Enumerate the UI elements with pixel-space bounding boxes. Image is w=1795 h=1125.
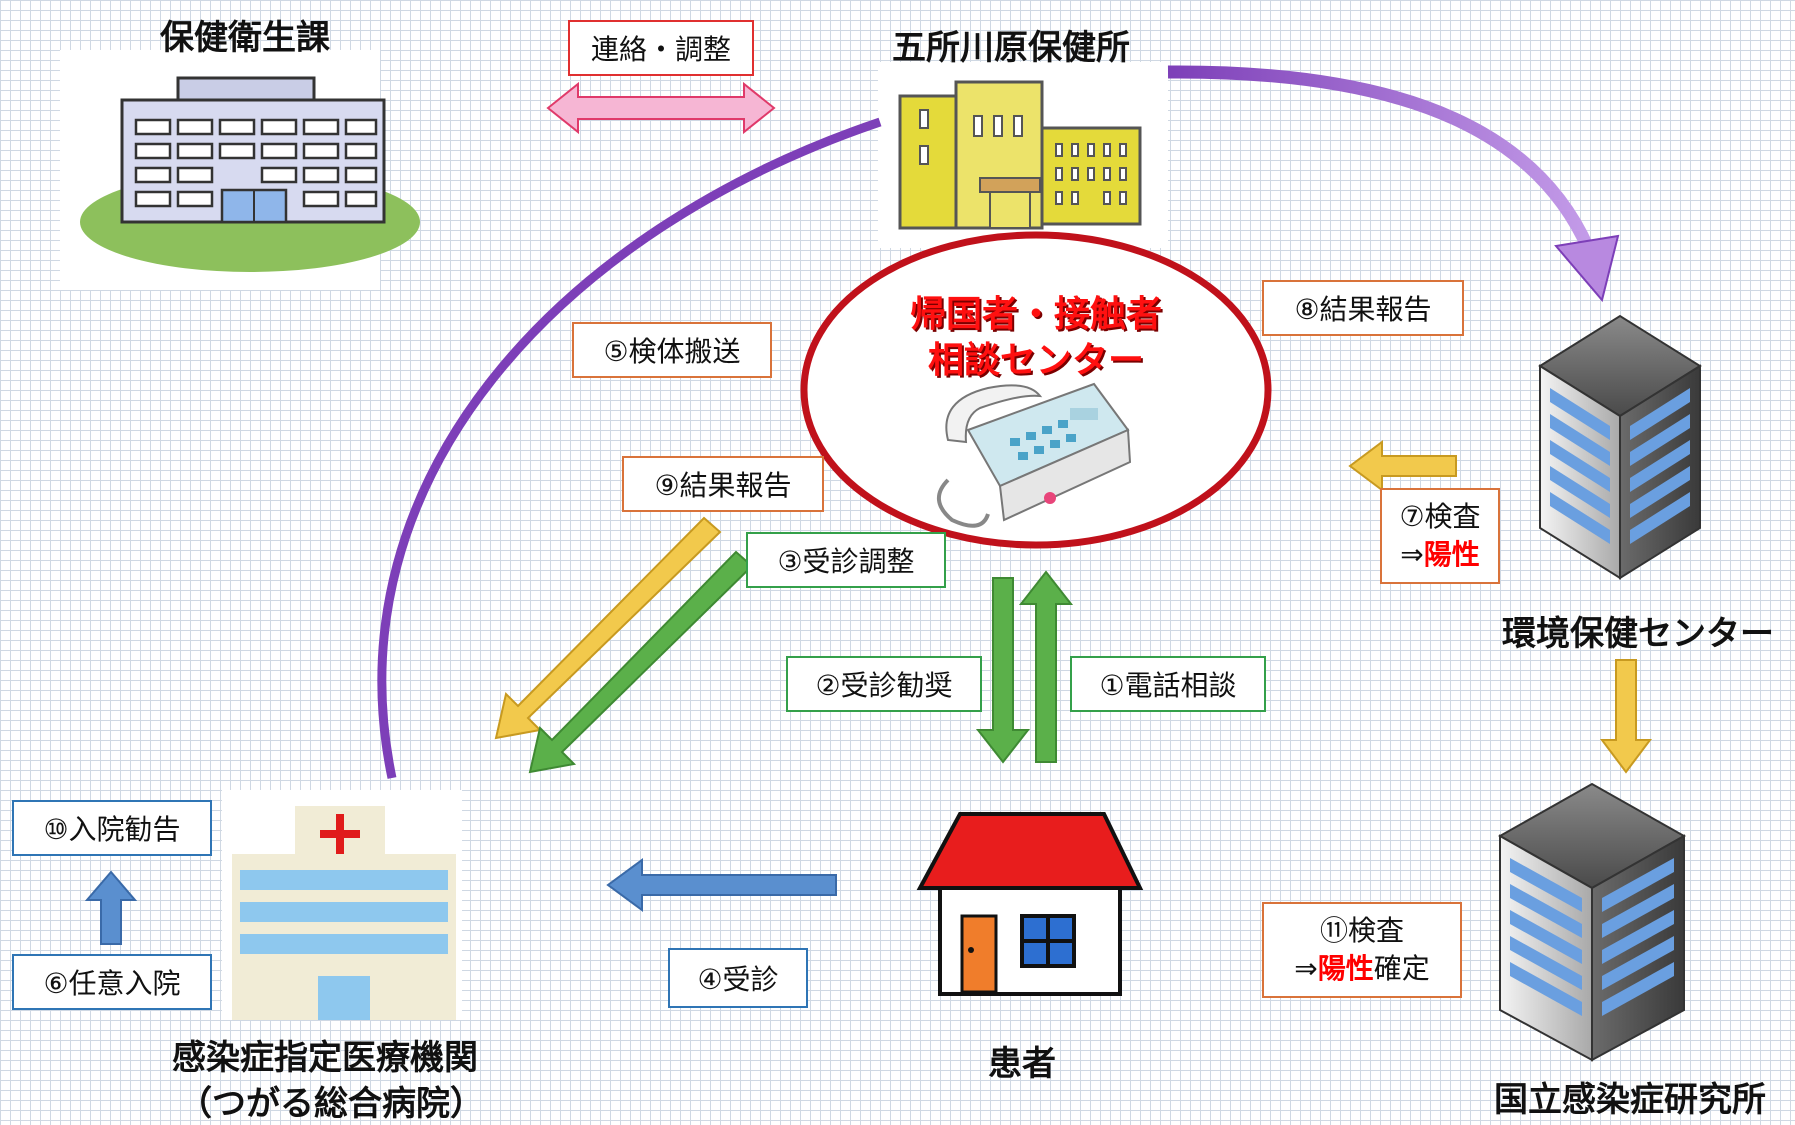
label-step7: ⑦検査 ⇒陽性 <box>1380 488 1500 584</box>
arrow-recommend-visit <box>975 577 1031 764</box>
label-step11-line2: ⇒陽性確定 <box>1294 950 1430 988</box>
label-step5: ⑤検体搬送 <box>572 322 772 378</box>
label-step1: ①電話相談 <box>1070 656 1266 712</box>
label-liaison: 連絡・調整 <box>568 20 754 76</box>
arrow-visit-coordination <box>528 550 754 774</box>
server-building-icon <box>1497 782 1687 1062</box>
node-title-patient: 患者 <box>988 1044 1056 1084</box>
arrow-env-to-nih <box>1600 659 1652 774</box>
arrow-health-center-to-env-center <box>1167 65 1620 303</box>
label-step9: ⑨結果報告 <box>622 456 824 512</box>
label-step11-positive: 陽性 <box>1317 952 1374 985</box>
arrow-admission <box>84 870 138 945</box>
node-title-nih: 国立感染症研究所 <box>1494 1080 1766 1120</box>
house-icon <box>916 812 1144 996</box>
label-step4: ④受診 <box>668 948 808 1008</box>
label-step7-arrow: ⇒ <box>1400 538 1424 571</box>
consultation-center-title-line1: 帰国者・接触者 <box>909 294 1162 335</box>
label-step10: ⑩入院勧告 <box>12 800 212 856</box>
arrow-liaison <box>546 81 776 135</box>
consultation-center <box>800 231 1272 549</box>
consultation-center-title: 帰国者・接触者 相談センター <box>906 292 1166 384</box>
label-step6: ⑥任意入院 <box>12 954 212 1010</box>
arrow-specimen-transport <box>377 117 882 779</box>
node-title-health-center: 五所川原保健所 <box>892 28 1130 68</box>
label-step7-line2: ⇒陽性 <box>1400 536 1479 574</box>
arrow-result-report-9 <box>494 516 722 740</box>
telephone-icon <box>937 382 1132 528</box>
server-building-icon <box>1538 314 1702 580</box>
node-title-hospital: 感染症指定医療機関 <box>172 1038 478 1078</box>
arrow-phone-consult <box>1018 570 1074 763</box>
health-center-building-icon <box>878 62 1168 248</box>
consultation-center-title-line2: 相談センター <box>927 340 1144 381</box>
arrow-visit-hospital <box>606 858 837 912</box>
label-step3: ③受診調整 <box>746 532 946 588</box>
label-step11: ⑪検査 ⇒陽性確定 <box>1262 902 1462 998</box>
label-step11-line1: ⑪検査 <box>1319 914 1404 947</box>
label-step7-line1: ⑦検査 <box>1399 500 1481 533</box>
label-step11-arrow: ⇒ <box>1294 952 1318 985</box>
label-step7-positive: 陽性 <box>1423 538 1480 571</box>
label-step2: ②受診勧奨 <box>786 656 982 712</box>
hospital-icon <box>222 790 462 1020</box>
office-building-icon <box>60 50 420 290</box>
node-title-hospital-name: （つがる総合病院） <box>178 1084 484 1124</box>
arrow-result-to-center <box>1348 440 1457 492</box>
node-title-public-health-division: 保健衛生課 <box>160 18 330 58</box>
label-step8: ⑧結果報告 <box>1262 280 1464 336</box>
node-title-env-health-center: 環境保健センター <box>1502 614 1774 654</box>
label-step11-confirmed: 確定 <box>1373 952 1430 985</box>
